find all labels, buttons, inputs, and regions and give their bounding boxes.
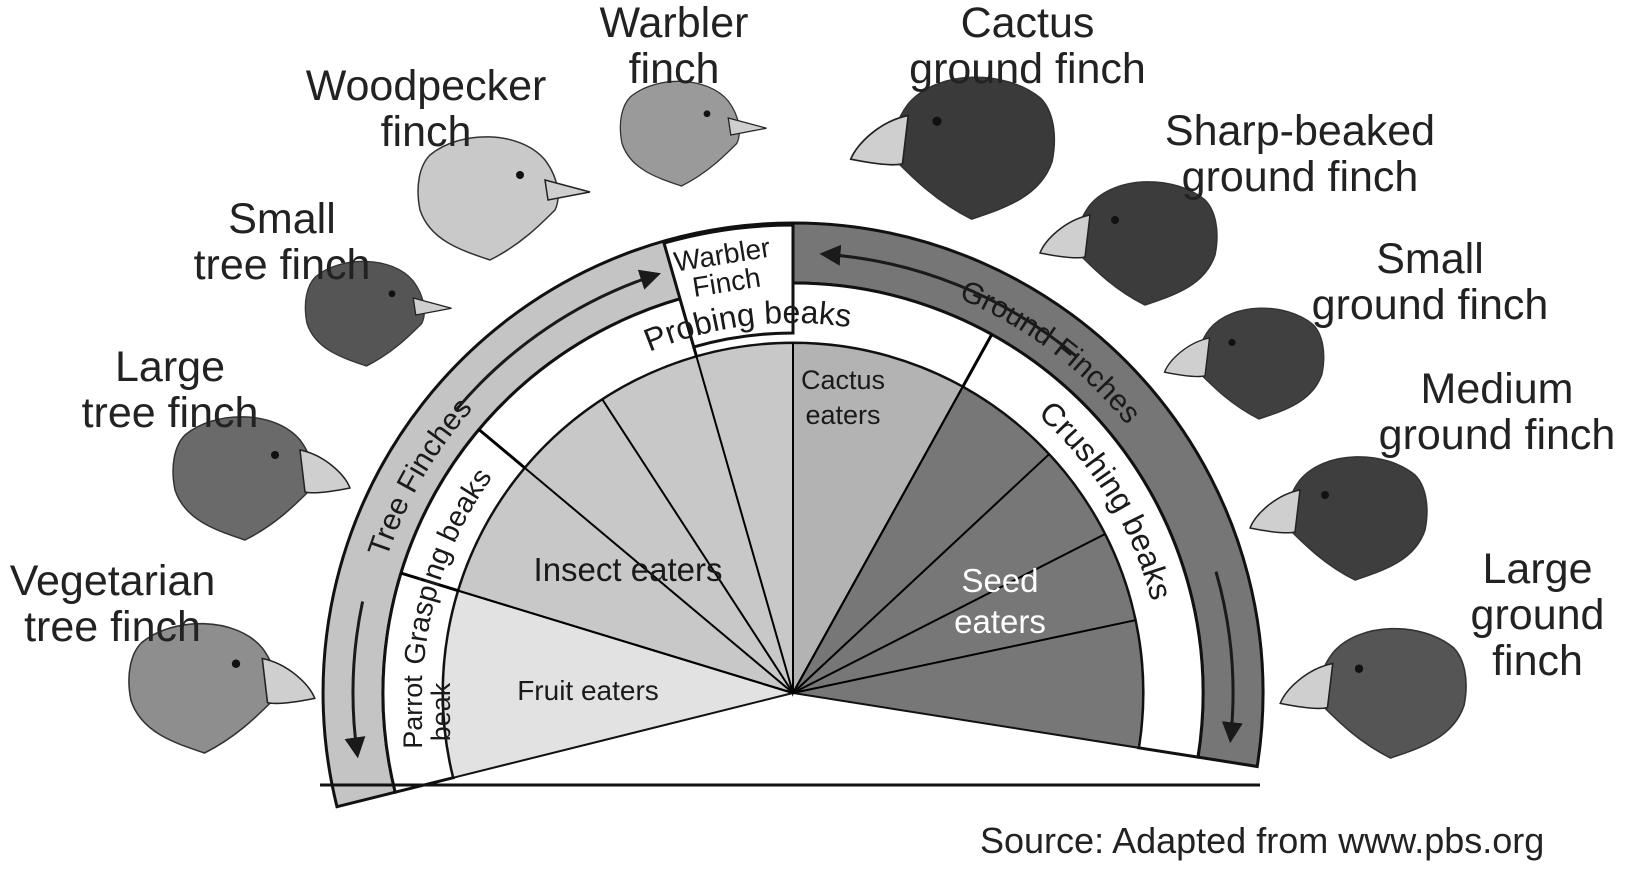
finch-head (304, 260, 452, 367)
finch-head (1248, 456, 1428, 581)
finch-head (417, 136, 591, 261)
insect-eaters-label: Insect eaters (534, 551, 723, 588)
finch-spoke (792, 386, 964, 694)
seed-eaters-sector (791, 385, 1144, 749)
finch-spoke (792, 453, 1050, 694)
ground-finches-arrow-down (1214, 571, 1243, 744)
parrot-beak-label: Parrot beak (398, 675, 456, 749)
cactus-eaters-sector (792, 341, 965, 697)
finch-spoke (792, 619, 1136, 694)
beak-band-divider (961, 333, 994, 388)
seed-eaters-label-line1: Seed (961, 562, 1038, 599)
finch-head (172, 416, 352, 541)
finch-spoke (601, 398, 794, 694)
tree-finches-arrow-down (344, 601, 366, 759)
warbler-finch-box (662, 223, 795, 349)
finch-spoke (695, 356, 794, 694)
tree-finches-arrow-up (454, 269, 661, 412)
finch-head (849, 76, 1056, 220)
insect-eaters-sector (457, 341, 794, 695)
finch-head (1163, 307, 1325, 420)
finch-head (1279, 627, 1467, 759)
finch-spokes (458, 343, 1136, 694)
fruit-eaters-label: Fruit eaters (517, 675, 659, 706)
ground-finches-arrow-up (819, 244, 1077, 358)
finch-heads (128, 76, 1467, 759)
finch-spoke (792, 533, 1106, 694)
source-credit: Source: Adapted from www.pbs.org (980, 820, 1545, 861)
finch-head (619, 80, 767, 187)
finch-spoke (458, 589, 794, 694)
finch-spoke (524, 467, 794, 694)
cactus-eaters-label-line1: Cactus (801, 365, 885, 395)
cactus-eaters-label-line2: eaters (805, 400, 880, 430)
finch-head (128, 622, 316, 754)
finch-head (1038, 181, 1218, 306)
svg-text:Parrot: Parrot (398, 675, 428, 749)
fruit-eaters-sector (442, 589, 797, 779)
seed-eaters-label-line2: eaters (954, 603, 1046, 640)
beak-band-dividers (400, 223, 994, 593)
beak-band-divider (477, 428, 526, 470)
beak-band-divider (400, 571, 459, 593)
svg-text:beak: beak (426, 682, 456, 741)
